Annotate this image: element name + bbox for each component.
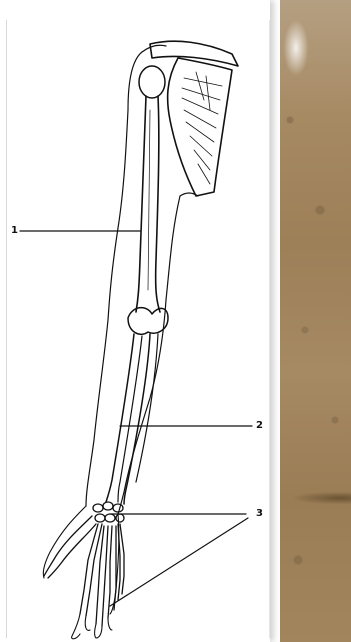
elbow-joint (128, 308, 168, 335)
arm-outline (86, 52, 142, 506)
humeral-head (139, 66, 165, 98)
humerus-shade (148, 110, 150, 290)
scapula (168, 58, 232, 196)
shoulder-line (142, 45, 166, 52)
label-3: 3 (256, 509, 263, 519)
hand-outline (43, 506, 119, 614)
label-1: 1 (11, 226, 18, 236)
leader-line-3b (110, 518, 248, 606)
thumb (44, 516, 96, 578)
carpal-bones (93, 502, 124, 522)
label-2: 2 (256, 421, 263, 431)
finger-outlines (72, 614, 112, 639)
scapula-hatching (182, 72, 222, 184)
